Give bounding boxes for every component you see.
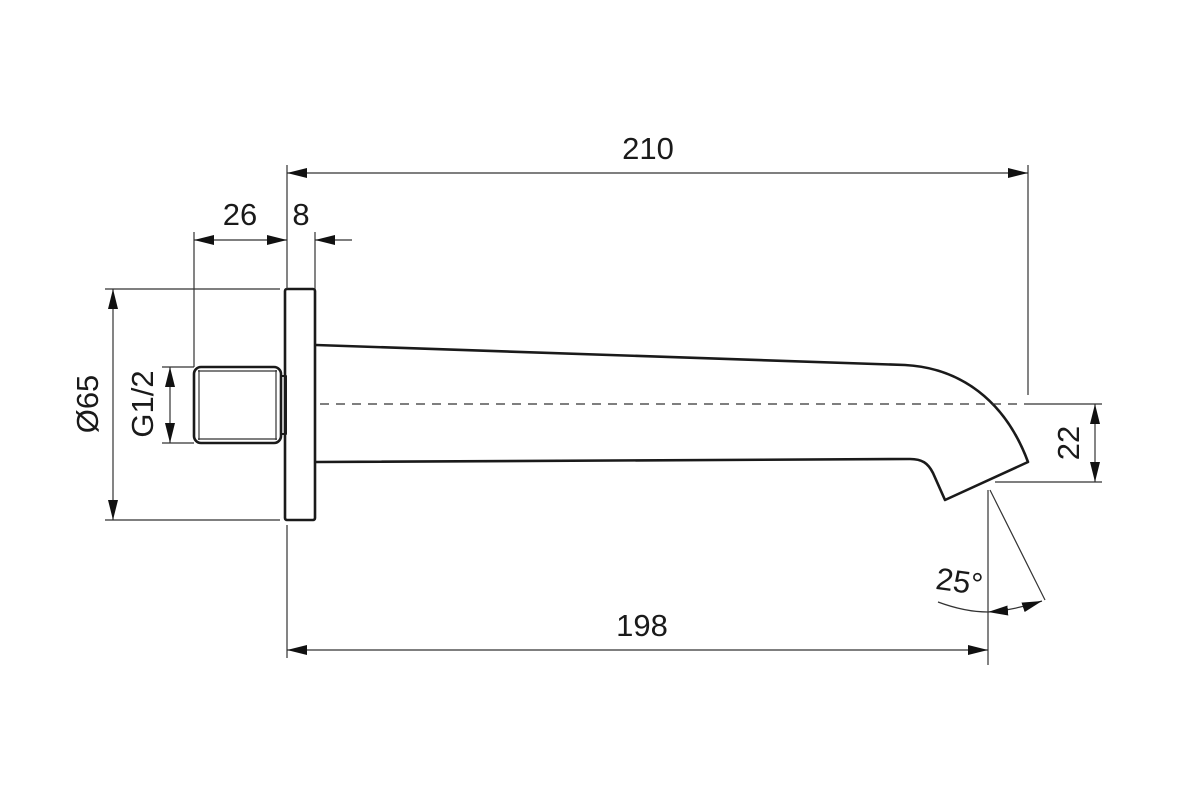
dimension-diameter	[105, 288, 280, 521]
wall-plate	[283, 287, 317, 522]
threaded-connector	[192, 365, 287, 445]
dimension-diameter-label: Ø65	[70, 375, 105, 434]
dimension-26-8	[193, 232, 352, 367]
dimension-angle	[937, 489, 1046, 616]
dimension-210-label: 210	[622, 131, 674, 166]
dimension-22-label: 22	[1051, 426, 1086, 460]
dimension-8-label: 8	[292, 197, 309, 232]
dimension-198	[286, 490, 989, 665]
dimension-thread-label: G1/2	[125, 370, 160, 437]
dimension-angle-label: 25°	[934, 561, 985, 602]
spout-body	[315, 343, 1030, 502]
dimension-198-label: 198	[616, 608, 668, 643]
dimension-thread	[162, 366, 194, 444]
dimension-22	[995, 403, 1102, 483]
dimension-210	[286, 165, 1029, 395]
dimension-26-label: 26	[223, 197, 257, 232]
